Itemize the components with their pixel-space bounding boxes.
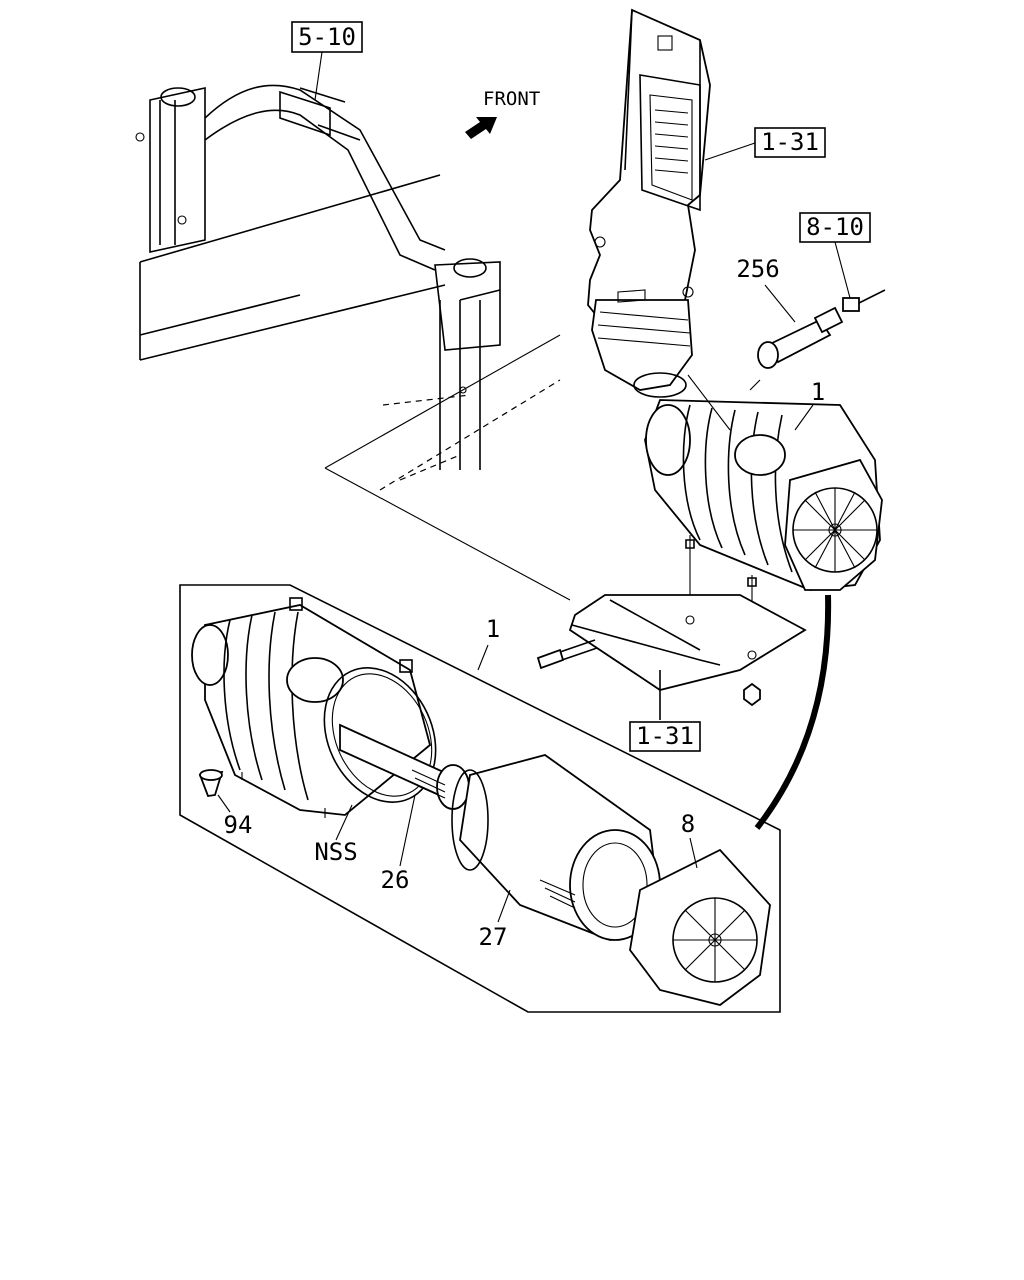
reference-1-31-bottom[interactable]: 1-31 <box>629 721 701 752</box>
harness-connector <box>842 289 886 312</box>
mounting-bracket <box>568 594 807 720</box>
evacuator-valve <box>198 769 224 797</box>
reference-8-10-label: 8-10 <box>806 213 864 241</box>
callout-94[interactable]: 94 <box>224 811 253 839</box>
front-direction-indicator: FRONT <box>465 88 540 139</box>
primary-filter-element <box>451 754 661 941</box>
callout-26[interactable]: 26 <box>381 866 410 894</box>
explosion-leader-curve <box>754 594 832 830</box>
callout-nss[interactable]: NSS <box>314 838 357 866</box>
frame-cross-member <box>135 84 501 470</box>
callout-1-bottom[interactable]: 1 <box>486 615 500 643</box>
reference-5-10[interactable]: 5-10 <box>291 21 363 101</box>
reference-1-31-bottom-label: 1-31 <box>636 722 694 750</box>
reference-1-31-top-label: 1-31 <box>761 128 819 156</box>
exploded-view-frame <box>179 584 781 1013</box>
front-label: FRONT <box>483 88 540 110</box>
air-cleaner-housing <box>191 597 432 818</box>
seal-ring <box>323 667 437 803</box>
restriction-indicator <box>749 306 844 391</box>
reference-1-31-top[interactable]: 1-31 <box>704 127 826 161</box>
air-cleaner-installed <box>644 399 883 655</box>
callout-27[interactable]: 27 <box>479 923 508 951</box>
mounting-platform-outline <box>324 334 571 601</box>
callout-8[interactable]: 8 <box>681 810 695 838</box>
reference-8-10[interactable]: 8-10 <box>799 212 871 299</box>
callout-256[interactable]: 256 <box>736 255 779 283</box>
callout-1-top[interactable]: 1 <box>811 378 825 406</box>
mounting-bolt <box>536 639 598 670</box>
intake-duct <box>587 8 711 398</box>
safety-element <box>339 723 470 810</box>
dust-cover <box>629 848 771 1006</box>
front-arrow-icon <box>465 117 497 139</box>
reference-5-10-label: 5-10 <box>298 23 356 51</box>
mounting-nut <box>743 682 761 707</box>
